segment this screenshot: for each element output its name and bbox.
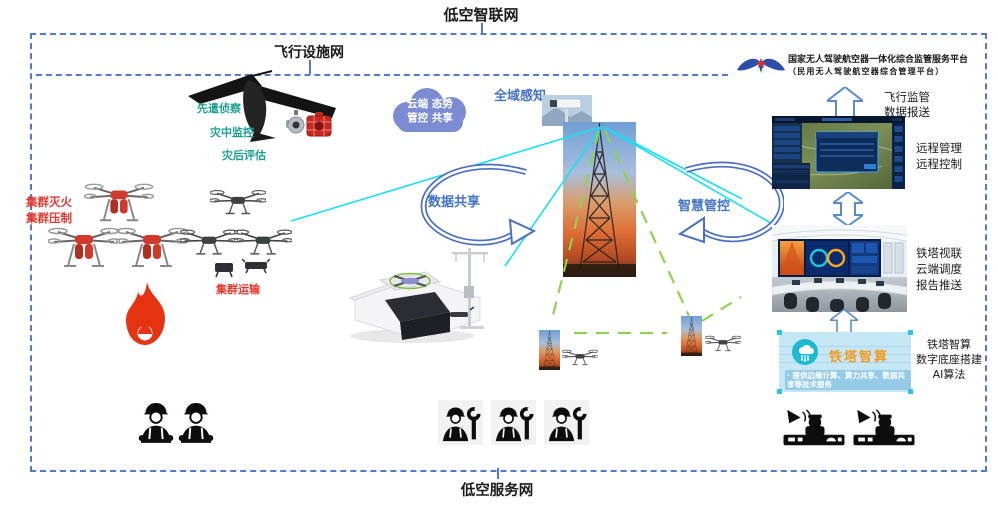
repair-worker-tile [491, 400, 536, 445]
data-share-label: 数据共享 [428, 195, 481, 210]
transport-drone-icon [210, 191, 266, 214]
red-camera-icon [306, 112, 332, 137]
facility-network-title: 飞行设施网 [274, 45, 344, 61]
mini-drone-icon [562, 348, 598, 368]
tower-photo [563, 122, 636, 277]
mini-tower-photo [539, 330, 560, 370]
gimbal-camera-icon [286, 110, 305, 134]
bottom-title-connector [497, 468, 499, 479]
facility-title-connector [309, 60, 311, 74]
tower-video-label: 铁塔视联云端调度报告推送 [916, 246, 962, 292]
smart-control-arrow-icon [677, 161, 784, 244]
bottom-network-title: 低空服务网 [460, 483, 534, 499]
tower-ai-banner: 铁塔智算 · 提供边缘计算、算力共享、数据共享等技术服务 [777, 330, 913, 394]
ai-banner-title: 铁塔智算 [829, 350, 890, 365]
smart-control-label: 智慧管控 [678, 199, 731, 214]
platform-subtitle: （民用无人驾驶航空器综合管理平台） [788, 67, 945, 76]
platform-title-block: 国家无人驾驶航空器一体化综合监管服务平台 （民用无人驾驶航空器综合管理平台） [788, 55, 996, 77]
up-arrow-icon [827, 87, 863, 117]
surveillance-camera-icon [542, 95, 592, 126]
fire-drone-icon [116, 229, 188, 267]
fire-cluster-labels: 集群灭火集群压制 [26, 195, 72, 225]
data-share-arrow-icon [420, 163, 536, 246]
recon-label-1: 先遣侦察 [197, 102, 241, 115]
fire-drone-icon [48, 229, 120, 267]
transport-drone-icon [180, 230, 238, 254]
builder-icon [139, 403, 174, 443]
operator-console-icon [853, 410, 914, 445]
fixed-wing-drone-icon [188, 70, 336, 142]
payload-gadget-icon [215, 263, 233, 278]
repair-worker-icon [442, 407, 480, 441]
remote-label: 远程管理远程控制 [916, 141, 962, 171]
repair-worker-tile [438, 400, 483, 445]
transport-label: 集群运输 [216, 283, 260, 296]
recon-label-3: 灾后评估 [222, 149, 266, 162]
up-arrow-icon [830, 309, 858, 333]
mini-drone-icon [704, 334, 742, 354]
up-down-arrow-icon [833, 192, 863, 226]
mini-tower-photo [681, 316, 702, 356]
ai-cloud-icon [792, 339, 818, 365]
flight-software-screenshot [772, 116, 905, 189]
repair-worker-icon [548, 407, 586, 441]
flame-icon [126, 282, 165, 345]
low-altitude-intelligent-network-box [30, 33, 987, 472]
repair-worker-tile [544, 400, 589, 445]
control-room-photo [772, 225, 907, 312]
builder-icon [179, 403, 214, 443]
top-network-title: 低空智联网 [443, 6, 519, 24]
perception-label: 全域感知 [494, 89, 547, 104]
fire-drone-icon [85, 184, 154, 220]
banner-wave-line [779, 346, 911, 347]
recon-label-2: 灾中监控 [210, 126, 254, 139]
repair-worker-icon [495, 407, 533, 441]
banner-wave-line [779, 354, 911, 355]
banner-wave-line [779, 362, 911, 363]
drone-dock-icon [348, 248, 488, 343]
cloud-text: 云端 态势管控 共享 [407, 98, 453, 124]
flight-supervision-label: 飞行监管数据报送 [884, 90, 930, 119]
top-title-connector [481, 23, 483, 33]
operator-console-icon [783, 410, 844, 445]
ai-banner-desc: · 提供边缘计算、算力共享、数据共享等技术服务 [785, 370, 911, 390]
flight-facility-network-line [36, 74, 728, 76]
transport-drone-icon [234, 230, 292, 254]
caac-wings-logo [737, 58, 785, 73]
platform-title: 国家无人驾驶航空器一体化综合监管服务平台 [788, 55, 969, 65]
payload-gadget-icon [242, 258, 270, 274]
